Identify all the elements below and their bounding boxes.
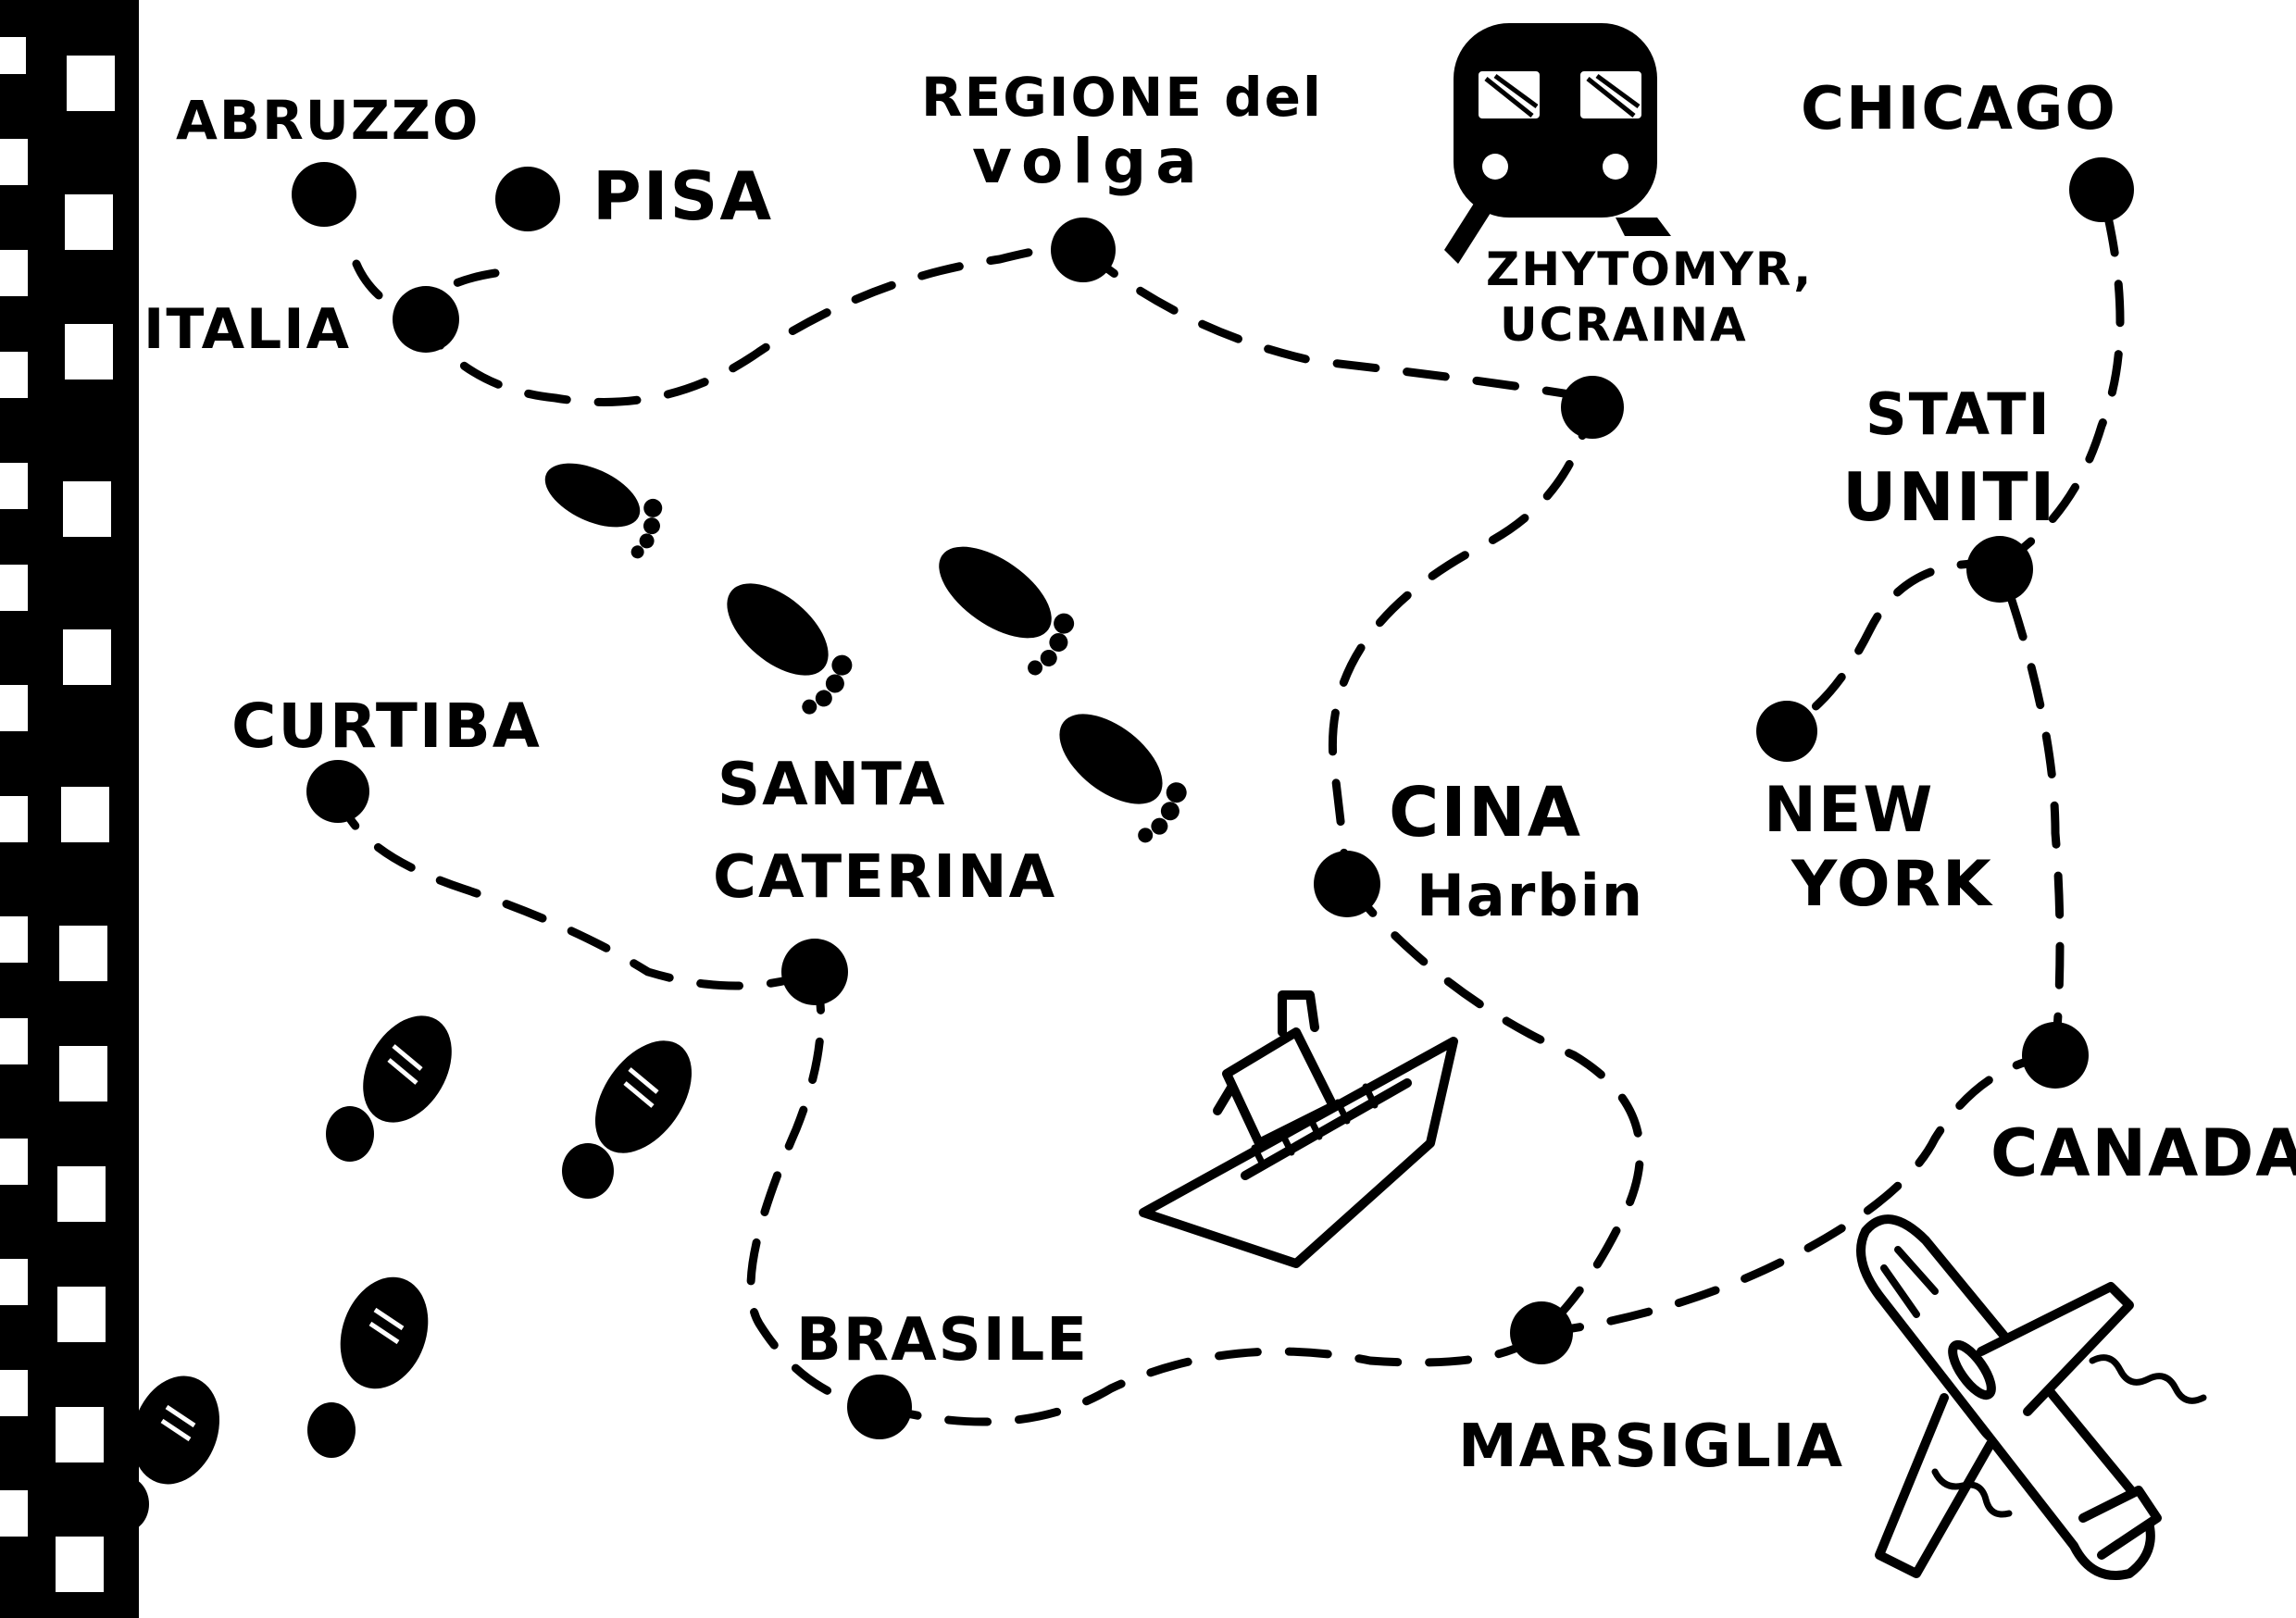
shoeprint-icon xyxy=(101,1015,693,1532)
label-curitiba: CURTIBA xyxy=(231,691,542,762)
route-volga-zhytomyr xyxy=(1079,245,1597,403)
route-marsiglia-canada xyxy=(1537,1051,2060,1338)
dot-marsiglia xyxy=(1510,1301,1573,1364)
shoeprint-icon xyxy=(562,1040,693,1199)
footprint-icon xyxy=(727,583,853,715)
label-zhytomyr-2: UCRAINA xyxy=(1500,298,1748,352)
dot-santa xyxy=(781,939,848,1005)
footprint-icon xyxy=(544,463,1187,843)
route-canada-statiuniti xyxy=(1995,560,2065,1060)
dot-zhytomyr xyxy=(1561,376,1624,439)
route-cina-marsiglia xyxy=(1342,879,1644,1338)
film-strip-border xyxy=(0,0,139,1618)
label-cina-1: CINA xyxy=(1389,773,1583,853)
label-new-york-1: NEW xyxy=(1764,774,1935,847)
label-brasile: BRASILE xyxy=(796,1306,1089,1375)
city-dots xyxy=(292,157,2134,1439)
label-italia: ITALIA xyxy=(144,297,352,362)
train-icon xyxy=(1444,23,1671,264)
label-santa-caterina-1: SANTA xyxy=(718,751,947,819)
ship-icon xyxy=(1139,990,1458,1268)
route-brasile-marsiglia xyxy=(875,1328,1546,1426)
label-abruzzo: ABRUZZO xyxy=(176,89,480,152)
label-regione-volga-2: volga xyxy=(972,126,1206,197)
label-cina-2: Harbin xyxy=(1416,862,1645,929)
dot-brasile xyxy=(847,1375,912,1439)
label-canada: CANADA xyxy=(1990,1115,2296,1191)
airplane-icon xyxy=(1856,1214,2207,1580)
label-zhytomyr-1: ZHYTOMYR, xyxy=(1486,243,1814,296)
route-santa-brasile xyxy=(746,967,884,1412)
dot-statiuniti xyxy=(1966,536,2033,603)
shoeprint-icon xyxy=(326,1015,452,1162)
label-regione-volga-1: REGIONE del xyxy=(921,66,1323,129)
label-chicago: CHICAGO xyxy=(1801,75,2117,143)
route-zhytomyr-cina xyxy=(1328,393,1597,889)
dot-newyork xyxy=(1756,701,1817,762)
dot-italia xyxy=(393,286,459,353)
route-statiuniti-chicago xyxy=(1995,185,2125,569)
dot-canada xyxy=(2022,1022,2089,1089)
dot-cina xyxy=(1314,851,1380,917)
dot-abruzzo xyxy=(292,162,356,227)
footprint-icon xyxy=(1059,714,1187,843)
label-pisa: PISA xyxy=(593,157,774,235)
shoeprint-icon xyxy=(307,1276,429,1458)
shoeprint-icon xyxy=(101,1375,220,1532)
route-italia-volga xyxy=(412,243,1088,406)
label-stati-uniti-1: STATI xyxy=(1866,380,2052,448)
dot-chicago xyxy=(2069,157,2134,222)
route-lines xyxy=(333,185,2125,1426)
dot-pisa xyxy=(495,167,560,231)
label-santa-caterina-2: CATERINA xyxy=(713,843,1057,912)
footprint-icon xyxy=(939,546,1075,676)
label-new-york-2: YORK xyxy=(1791,848,1993,921)
route-statiuniti-newyork xyxy=(1782,559,2004,731)
route-curitiba-santa xyxy=(333,787,819,990)
label-marsiglia: MARSIGLIA xyxy=(1458,1413,1845,1481)
footprint-icon xyxy=(544,463,663,559)
route-abruzzo-italia xyxy=(352,259,412,319)
label-stati-uniti-2: UNITI xyxy=(1842,458,2057,536)
dot-volga xyxy=(1051,218,1116,282)
dot-curitiba xyxy=(306,760,369,823)
